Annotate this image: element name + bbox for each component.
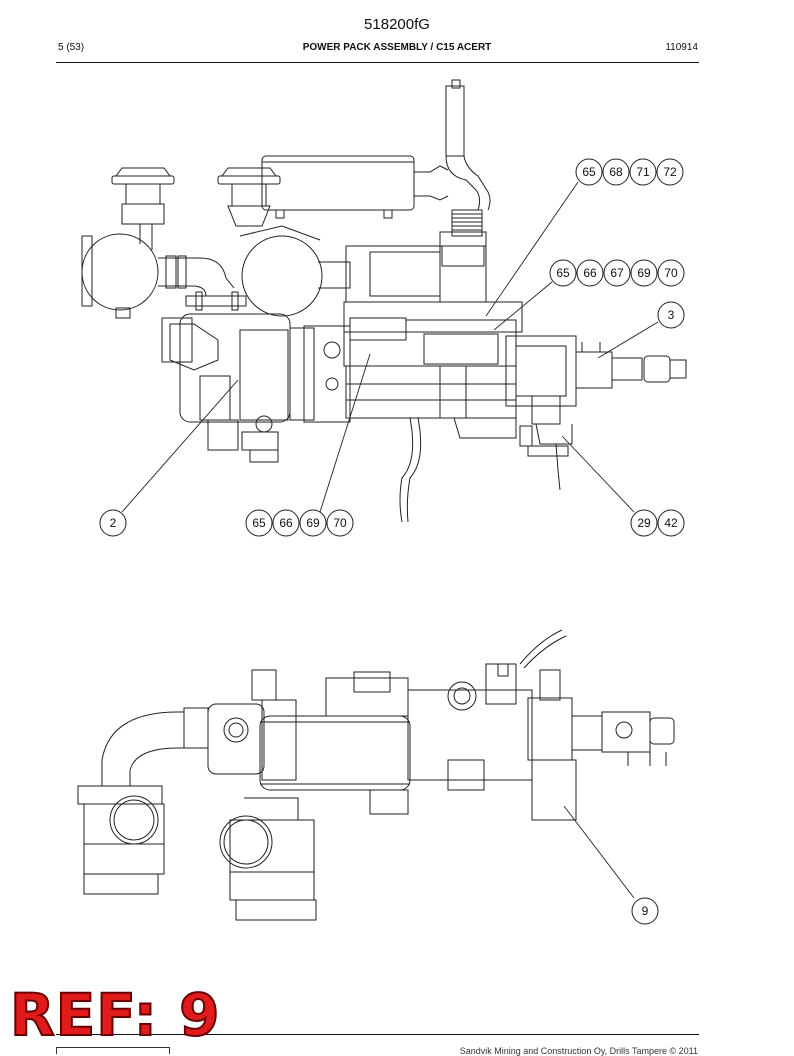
- document-id: 518200fG: [364, 16, 430, 33]
- callout-number: 70: [333, 516, 347, 530]
- callout-circle: [602, 158, 630, 186]
- callout-circle: [575, 158, 603, 186]
- callout-circle: [299, 509, 327, 537]
- leader-lines: [121, 181, 659, 899]
- callout-circle: [630, 509, 658, 537]
- callout-number: 2: [110, 516, 117, 530]
- callout-circle: [629, 158, 657, 186]
- date-code: 110914: [665, 42, 698, 53]
- callout-number: 42: [664, 516, 678, 530]
- callout-number: 69: [306, 516, 320, 530]
- callout-circle: [576, 259, 604, 287]
- callout-circle: [245, 509, 273, 537]
- callout-circle: [272, 509, 300, 537]
- callout-number: 70: [664, 266, 678, 280]
- header-rule: [56, 62, 699, 63]
- callout-number: 65: [252, 516, 266, 530]
- callout-number: 9: [642, 904, 649, 918]
- callout-circle: [549, 259, 577, 287]
- ref-badge: REF: 9: [9, 981, 221, 1049]
- callout-number: 29: [637, 516, 651, 530]
- callout-number: 65: [582, 165, 596, 179]
- callout-number: 69: [637, 266, 651, 280]
- air-filter-right: [241, 235, 323, 317]
- side-view-assembly: [77, 629, 675, 921]
- callout-circle: [657, 259, 685, 287]
- callout-number: 68: [609, 165, 623, 179]
- brand-logo-strip: [56, 1047, 170, 1054]
- callout-circle: [657, 301, 685, 329]
- callout-number: 66: [583, 266, 597, 280]
- callout-number: 3: [668, 308, 675, 322]
- callout-number: 66: [279, 516, 293, 530]
- top-view-assembly: [81, 79, 687, 523]
- air-filter-caps: [111, 167, 281, 250]
- exhaust-bellows: [451, 209, 483, 237]
- callout-circle: [656, 158, 684, 186]
- callout-number: 71: [636, 165, 650, 179]
- callout-number: 72: [663, 165, 677, 179]
- callout-circle: [99, 509, 127, 537]
- page-title: POWER PACK ASSEMBLY / C15 ACERT: [302, 42, 492, 53]
- page-number: 5 (53): [58, 42, 85, 53]
- callout-number: 65: [556, 266, 570, 280]
- callout-circle: [326, 509, 354, 537]
- muffler: [261, 155, 415, 211]
- footer-copyright: Sandvik Mining and Construction Oy, Dril…: [459, 1046, 698, 1056]
- pump-assembly-top: [505, 335, 687, 491]
- callout-bubbles: 65 68 71 72 65 66 67 69 70 3 2 65 66 69 70 29 42 9: [99, 158, 685, 925]
- callout-circle: [631, 897, 659, 925]
- callout-circle: [657, 509, 685, 537]
- callout-circle: [603, 259, 631, 287]
- callout-circle: [630, 259, 658, 287]
- footer-rule: [56, 1034, 699, 1035]
- callout-number: 67: [610, 266, 624, 280]
